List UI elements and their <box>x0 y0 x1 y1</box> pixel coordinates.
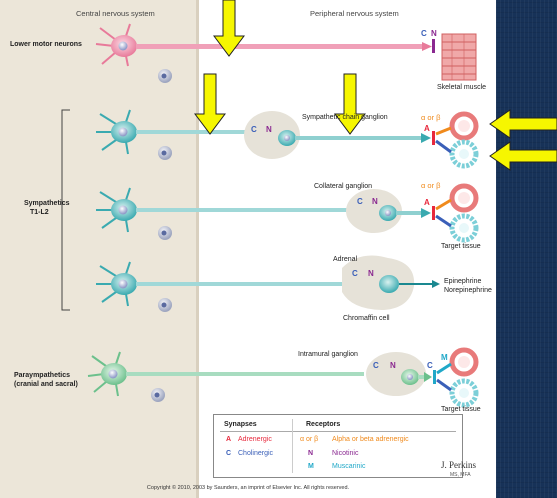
legend-synapses-header: Synapses <box>224 421 257 428</box>
target-tissue-label: Target tissue <box>441 243 481 250</box>
chromaffin-label: Chromaffin cell <box>343 315 390 322</box>
marker-alpha-beta: α or β <box>421 181 441 190</box>
legend-ab-letter: α or β <box>300 436 319 443</box>
intramural-ganglion-label: Intramural ganglion <box>298 351 358 358</box>
muscarinic-receptor-marker <box>433 370 436 384</box>
legend-a-letter: A <box>226 436 232 443</box>
adrenal-neuron-icon <box>96 261 137 307</box>
marker-n: N <box>431 29 437 38</box>
highlight-arrow-icon <box>489 141 557 171</box>
postganglionic-axon-1 <box>295 136 421 140</box>
skeletal-muscle-label: Skeletal muscle <box>437 84 487 91</box>
marker-m: M <box>441 353 448 362</box>
marker-c: C <box>357 197 363 206</box>
marker-a: A <box>424 124 430 133</box>
motor-neuron-icon <box>95 23 137 67</box>
marker-a: A <box>424 198 430 207</box>
pns-header: Peripheral nervous system <box>310 9 399 18</box>
marker-c: C <box>421 29 427 38</box>
motor-axon <box>136 44 422 49</box>
marker-n: N <box>372 197 378 206</box>
cns-header: Central nervous system <box>76 9 155 18</box>
sympathetic-ganglion-label: Sympathetic chain ganglion <box>302 114 388 121</box>
nicotinic-receptor-marker <box>432 39 435 53</box>
parasympathetics-label: Paraympathetics <box>14 372 71 379</box>
norepinephrine-label: Norepinephrine <box>444 287 492 294</box>
legend-column-divider <box>292 419 293 473</box>
motor-terminal <box>422 42 432 51</box>
legend-c-letter: C <box>226 450 232 457</box>
legend-ab-text: Alpha or beta adrenergic <box>332 436 409 443</box>
marker-n: N <box>266 125 272 134</box>
cns-boundary <box>196 0 199 498</box>
marker-c: C <box>373 361 379 370</box>
marker-n: N <box>390 361 396 370</box>
parasympathetic-neuron-icon <box>87 351 127 397</box>
chromaffin-cell-icon <box>379 275 399 293</box>
target-tissue-label: Target tissue <box>441 406 481 413</box>
legend-m-letter: M <box>308 463 314 470</box>
sympathetic-bracket <box>61 109 70 311</box>
epinephrine-label: Epinephrine <box>444 278 482 285</box>
marker-alpha-beta: α or β <box>421 113 441 122</box>
adrenal-label: Adrenal <box>333 256 358 263</box>
collateral-ganglion-label: Collateral ganglion <box>314 183 372 190</box>
adrenal-gland-icon <box>342 255 415 310</box>
legend-n-text: Nicotinic <box>332 450 359 457</box>
legend-a-text: Adrenergic <box>238 436 272 443</box>
copyright-notice: Copyright © 2010, 2003 by Saunders, an i… <box>146 485 350 491</box>
preganglionic-axon-1 <box>136 130 266 134</box>
ganglion-icon <box>244 111 300 159</box>
marker-n: N <box>368 269 374 278</box>
parasympathetics-sub-label: (cranial and sacral) <box>14 381 78 388</box>
gland-icon <box>449 139 479 169</box>
highlight-arrow-icon <box>334 73 366 135</box>
legend-receptors-header: Receptors <box>306 421 341 428</box>
legend-divider <box>220 431 456 432</box>
marker-c: C <box>427 361 433 370</box>
artist-signature: J. Perkins <box>441 460 477 470</box>
legend-m-text: Muscarinic <box>332 463 366 470</box>
marker-c: C <box>251 125 257 134</box>
t1l2-label: T1-L2 <box>30 209 49 216</box>
smooth-muscle-icon <box>449 111 479 141</box>
hormone-arrow-icon <box>432 280 440 288</box>
sympathetics-label: Sympathetics <box>24 200 70 207</box>
collateral-neuron-icon <box>96 187 137 233</box>
highlight-arrow-icon <box>194 73 226 135</box>
sympathetic-neuron-icon <box>96 109 137 155</box>
highlight-arrow-icon <box>489 109 557 139</box>
legend-n-letter: N <box>308 450 314 457</box>
adrenergic-receptor-marker <box>432 131 435 145</box>
highlight-arrow-icon <box>213 0 245 57</box>
legend-c-text: Cholinergic <box>238 450 274 457</box>
marker-c: C <box>352 269 358 278</box>
skeletal-muscle-icon <box>441 33 477 81</box>
artist-credentials: MS, MFA <box>450 472 471 478</box>
cns-region <box>0 0 196 498</box>
lower-motor-label: Lower motor neurons <box>10 41 82 48</box>
legend: Synapses Receptors A Adrenergic α or β A… <box>213 414 463 478</box>
